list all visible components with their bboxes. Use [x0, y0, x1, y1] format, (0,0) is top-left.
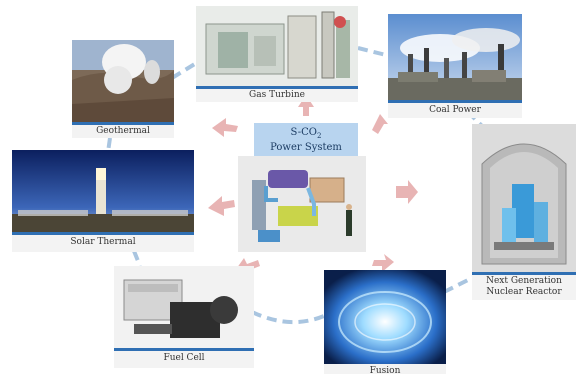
- geothermal-node: Geothermal: [72, 40, 174, 138]
- arrow-to-solar: [208, 196, 235, 216]
- fuel-cell-label: Fuel Cell: [163, 353, 205, 363]
- center-title-line2: Power System: [270, 142, 342, 153]
- center-title-subscript: 2: [316, 132, 322, 140]
- fuel-cell-underline: [114, 348, 254, 351]
- s-co2-system-image: [238, 156, 366, 252]
- nuclear-reactor-underline: [472, 272, 576, 275]
- solar-thermal-image: [12, 150, 194, 232]
- solar-thermal-underline: [12, 232, 194, 235]
- gas-turbine-node: Gas Turbine: [196, 6, 358, 102]
- connector-geothermal-solar: [106, 137, 112, 153]
- connector-gas-coal: [357, 46, 391, 58]
- nuclear-reactor-image: [472, 124, 576, 272]
- geothermal-label: Geothermal: [96, 126, 150, 136]
- coal-power-underline: [388, 100, 522, 103]
- arrow-to-coal: [372, 114, 388, 134]
- s-co2-power-system-node: [238, 156, 366, 252]
- next-gen-nuclear-reactor-node: Next Generation Nuclear Reactor: [472, 124, 576, 300]
- nuclear-reactor-label-line1: Next Generation: [486, 276, 562, 286]
- arrow-to-nuclear: [396, 180, 418, 204]
- coal-power-image: [388, 14, 522, 100]
- nuclear-reactor-label-line2: Nuclear Reactor: [486, 287, 562, 297]
- connector-fuel-fusion: [251, 310, 325, 325]
- connector-geothermal-gas: [170, 60, 200, 80]
- arrow-to-geothermal: [212, 118, 238, 137]
- gas-turbine-image: [196, 6, 358, 86]
- arrow-to-gas: [298, 95, 314, 116]
- solar-thermal-label: Solar Thermal: [70, 237, 136, 247]
- fuel-cell-image: [114, 266, 254, 348]
- geothermal-underline: [72, 122, 174, 125]
- solar-thermal-node: Solar Thermal: [12, 150, 194, 252]
- gas-turbine-label: Gas Turbine: [249, 90, 305, 100]
- arrow-to-fusion: [372, 254, 394, 272]
- connector-fusion-nuclear: [443, 274, 477, 294]
- center-title-line1: S-CO2: [290, 127, 322, 140]
- fusion-image: [324, 270, 446, 364]
- gas-turbine-underline: [196, 86, 358, 89]
- geothermal-image: [72, 40, 174, 122]
- fusion-label: Fusion: [369, 366, 401, 376]
- fusion-node: Fusion: [324, 270, 446, 376]
- coal-power-node: Coal Power: [388, 14, 522, 118]
- center-title-box: S-CO2 Power System: [254, 123, 358, 157]
- coal-power-label: Coal Power: [429, 105, 481, 115]
- fuel-cell-node: Fuel Cell: [114, 266, 254, 368]
